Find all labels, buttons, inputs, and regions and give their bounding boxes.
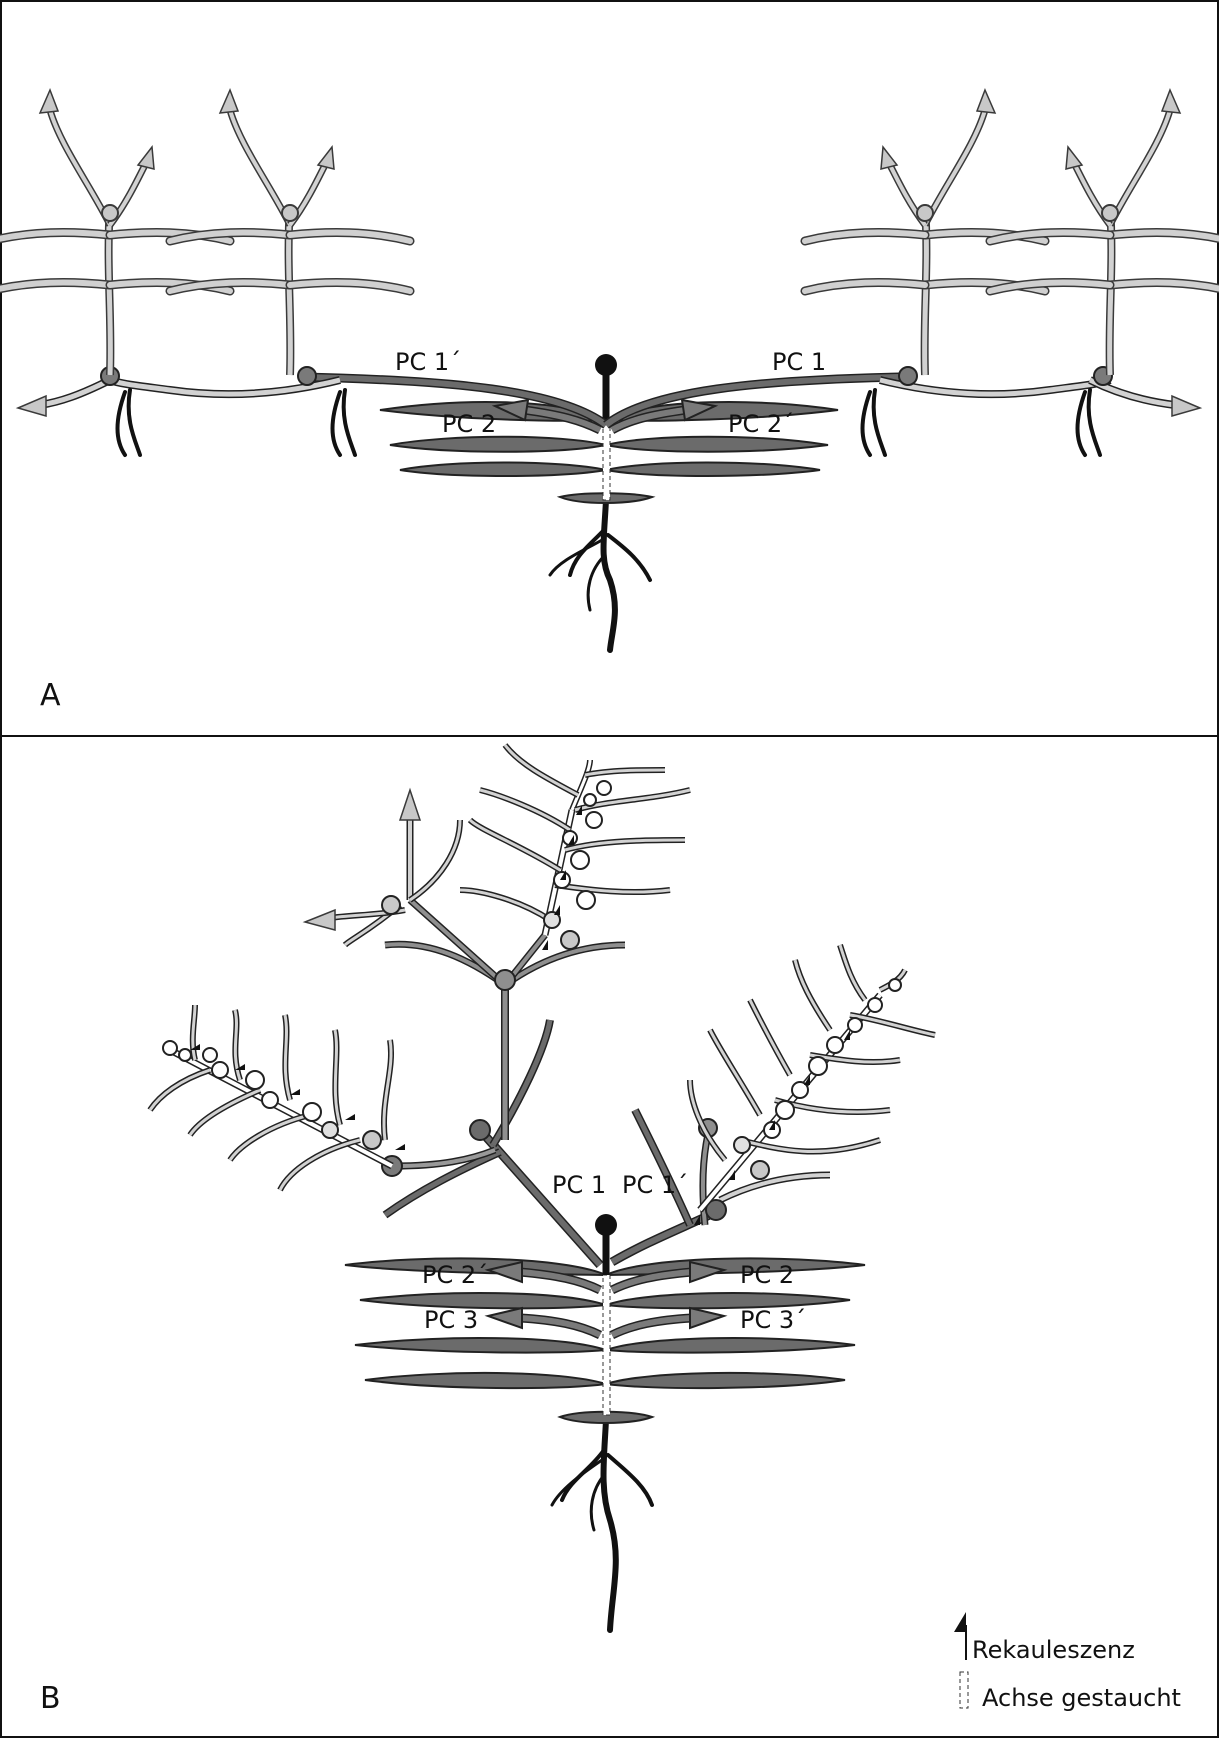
ramet-a-2 <box>170 90 410 375</box>
arrow-a-far-right <box>1172 396 1200 416</box>
label-a-pc1-right: PC 1 <box>772 348 826 376</box>
compressed-axis-a <box>603 420 610 500</box>
label-a-pc1-left: PC 1´ <box>395 348 461 376</box>
arrow-b-top <box>400 790 420 820</box>
legend-recaulescence-icon <box>954 1612 966 1660</box>
legend-compressed-axis-label: Achse gestaucht <box>982 1684 1181 1712</box>
legend: Rekauleszenz Achse gestaucht <box>954 1612 1181 1712</box>
recaulescence-markers-b <box>190 805 850 1225</box>
label-b-pc3-right: PC 3´ <box>740 1306 806 1334</box>
legend-recaulescence-label: Rekauleszenz <box>972 1636 1135 1664</box>
label-b-pc2-right: PC 2 <box>740 1261 794 1289</box>
panel-b: PC 1 PC 1´ PC 2´ PC 2 PC 3 PC 3´ B Rekau… <box>40 745 1181 1716</box>
panel-a: PC 1´ PC 1 PC 2 PC 2´ A <box>0 90 1219 713</box>
label-b-pc2-left: PC 2´ <box>422 1261 488 1289</box>
node-b-central <box>495 970 515 990</box>
roots-b <box>552 1420 652 1630</box>
label-b-pc1-left: PC 1 <box>552 1171 606 1199</box>
arrow-a-far-left <box>18 396 46 416</box>
terminal-bud-a <box>595 354 617 376</box>
roots-a <box>550 500 650 650</box>
node-b-left-1 <box>470 1120 490 1140</box>
node-a-1 <box>298 367 316 385</box>
arrow-b-left <box>305 910 335 930</box>
label-a-pc2-left: PC 2 <box>442 410 496 438</box>
label-b-pc1-right: PC 1´ <box>622 1171 688 1199</box>
pc1-left-branch-b <box>385 1020 600 1265</box>
node-a-2 <box>899 367 917 385</box>
panel-letter-b: B <box>40 1681 61 1716</box>
ramet-a-4 <box>990 90 1219 375</box>
terminal-bud-b <box>595 1214 617 1236</box>
node-b-upper-left <box>382 896 400 914</box>
label-a-pc2-right: PC 2´ <box>728 410 794 438</box>
compressed-axis-b <box>603 1275 610 1415</box>
legend-compressed-axis-icon <box>960 1672 968 1708</box>
label-b-pc3-left: PC 3 <box>424 1306 478 1334</box>
panel-letter-a: A <box>40 678 61 713</box>
